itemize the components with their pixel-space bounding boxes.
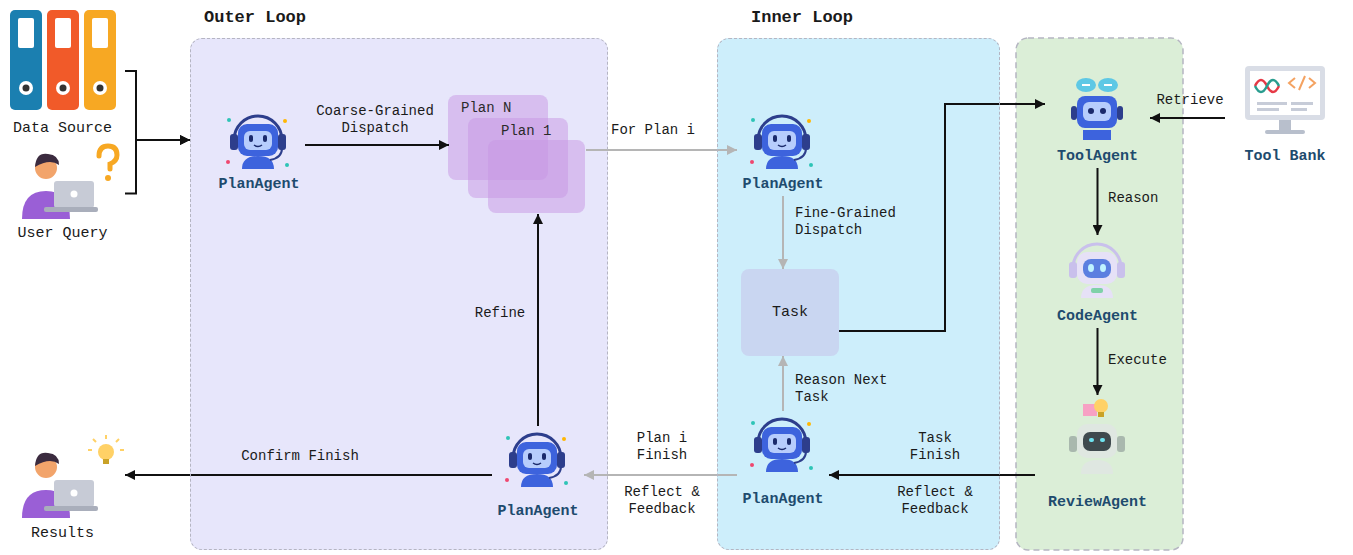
edge-label: Fine-Grained Dispatch <box>795 205 915 239</box>
arrow-connector <box>829 474 1035 476</box>
arrow-connector <box>586 149 737 151</box>
node-label: Results <box>31 525 94 543</box>
edge-label: Reason Next Task <box>795 372 905 406</box>
result-node: Results <box>0 430 125 545</box>
node-label: Plan 1 <box>501 123 551 139</box>
arrow-connector <box>1150 117 1225 119</box>
plan-stack-node: Plan N Plan 1 <box>449 96 586 214</box>
question-icon <box>99 146 117 181</box>
node-label: PlanAgent <box>218 176 299 194</box>
arrow-connector <box>782 356 784 411</box>
user-node: User Query <box>0 142 125 245</box>
node-label: PlanAgent <box>497 503 578 521</box>
agent-node: CodeAgent <box>1045 235 1150 328</box>
edge-label: Reason <box>1108 190 1188 207</box>
node-label: Data Source <box>13 120 112 138</box>
node-label: ReviewAgent <box>1048 494 1147 512</box>
edge-label: Plan i Finish <box>622 430 702 464</box>
robot-icon <box>750 419 813 472</box>
note-label: Reflect & Feedback <box>617 484 707 518</box>
arrow-connector <box>537 214 539 426</box>
arrow-connector <box>782 196 784 269</box>
panel-title: Outer Loop <box>204 8 306 28</box>
robot-icon <box>1069 244 1125 298</box>
arrow-connector <box>584 474 737 476</box>
edge-label: For Plan i <box>598 122 708 139</box>
inner-loop-ground <box>717 38 1000 550</box>
arrow-connector <box>125 140 190 194</box>
node-label: CodeAgent <box>1057 308 1138 326</box>
agent-node: ToolAgent <box>1045 75 1150 168</box>
plan-stack <box>448 95 585 213</box>
node-label: ToolAgent <box>1057 148 1138 166</box>
arrow-connector <box>1097 328 1099 395</box>
agent-node: PlanAgent <box>737 411 829 511</box>
arrow-connector <box>125 474 492 476</box>
edge-label: Confirm Finish <box>225 448 375 465</box>
outer-loop-ground <box>190 38 608 550</box>
node-label: PlanAgent <box>742 491 823 509</box>
agent-node: PlanAgent <box>737 109 829 196</box>
tool-bank-node: Tool Bank <box>1225 60 1345 168</box>
panel-title: Inner Loop <box>751 8 853 28</box>
agent-node: ReviewAgent <box>1035 395 1160 514</box>
user-icon <box>22 453 98 518</box>
source-node: Data Source <box>0 2 125 140</box>
bulb-icon <box>88 435 124 464</box>
arrow-connector <box>125 71 190 140</box>
arrow-connector <box>305 144 449 146</box>
robot-icon <box>505 434 568 487</box>
robot-icon <box>1071 78 1123 140</box>
edge-label: Coarse-Grained Dispatch <box>305 103 445 137</box>
note-label: Reflect & Feedback <box>890 484 980 518</box>
node-label: Tool Bank <box>1244 148 1325 166</box>
binder-icon <box>10 10 116 110</box>
edge-label: Refine <box>470 305 530 322</box>
robot-icon <box>1069 399 1125 474</box>
node-label: PlanAgent <box>742 176 823 194</box>
edge-label: Retrieve <box>1153 92 1227 109</box>
agent-panel <box>1016 38 1183 550</box>
node-label: User Query <box>17 225 107 243</box>
monitor-icon <box>1245 66 1325 134</box>
user-icon <box>22 154 98 219</box>
robot-icon <box>226 116 289 169</box>
agent-node: PlanAgent <box>213 109 305 196</box>
robot-icon <box>750 116 813 169</box>
node-label: Plan N <box>461 100 511 116</box>
arrow-connector <box>1097 168 1099 235</box>
node-label: Task <box>772 304 808 322</box>
edge-label: Task Finish <box>895 430 975 464</box>
agent-node: PlanAgent <box>492 426 584 523</box>
task-box: Task <box>741 269 839 356</box>
edge-label: Execute <box>1108 352 1188 369</box>
loop-panel: Inner LoopPlanAgentTaskPlanAgent <box>717 38 1000 550</box>
